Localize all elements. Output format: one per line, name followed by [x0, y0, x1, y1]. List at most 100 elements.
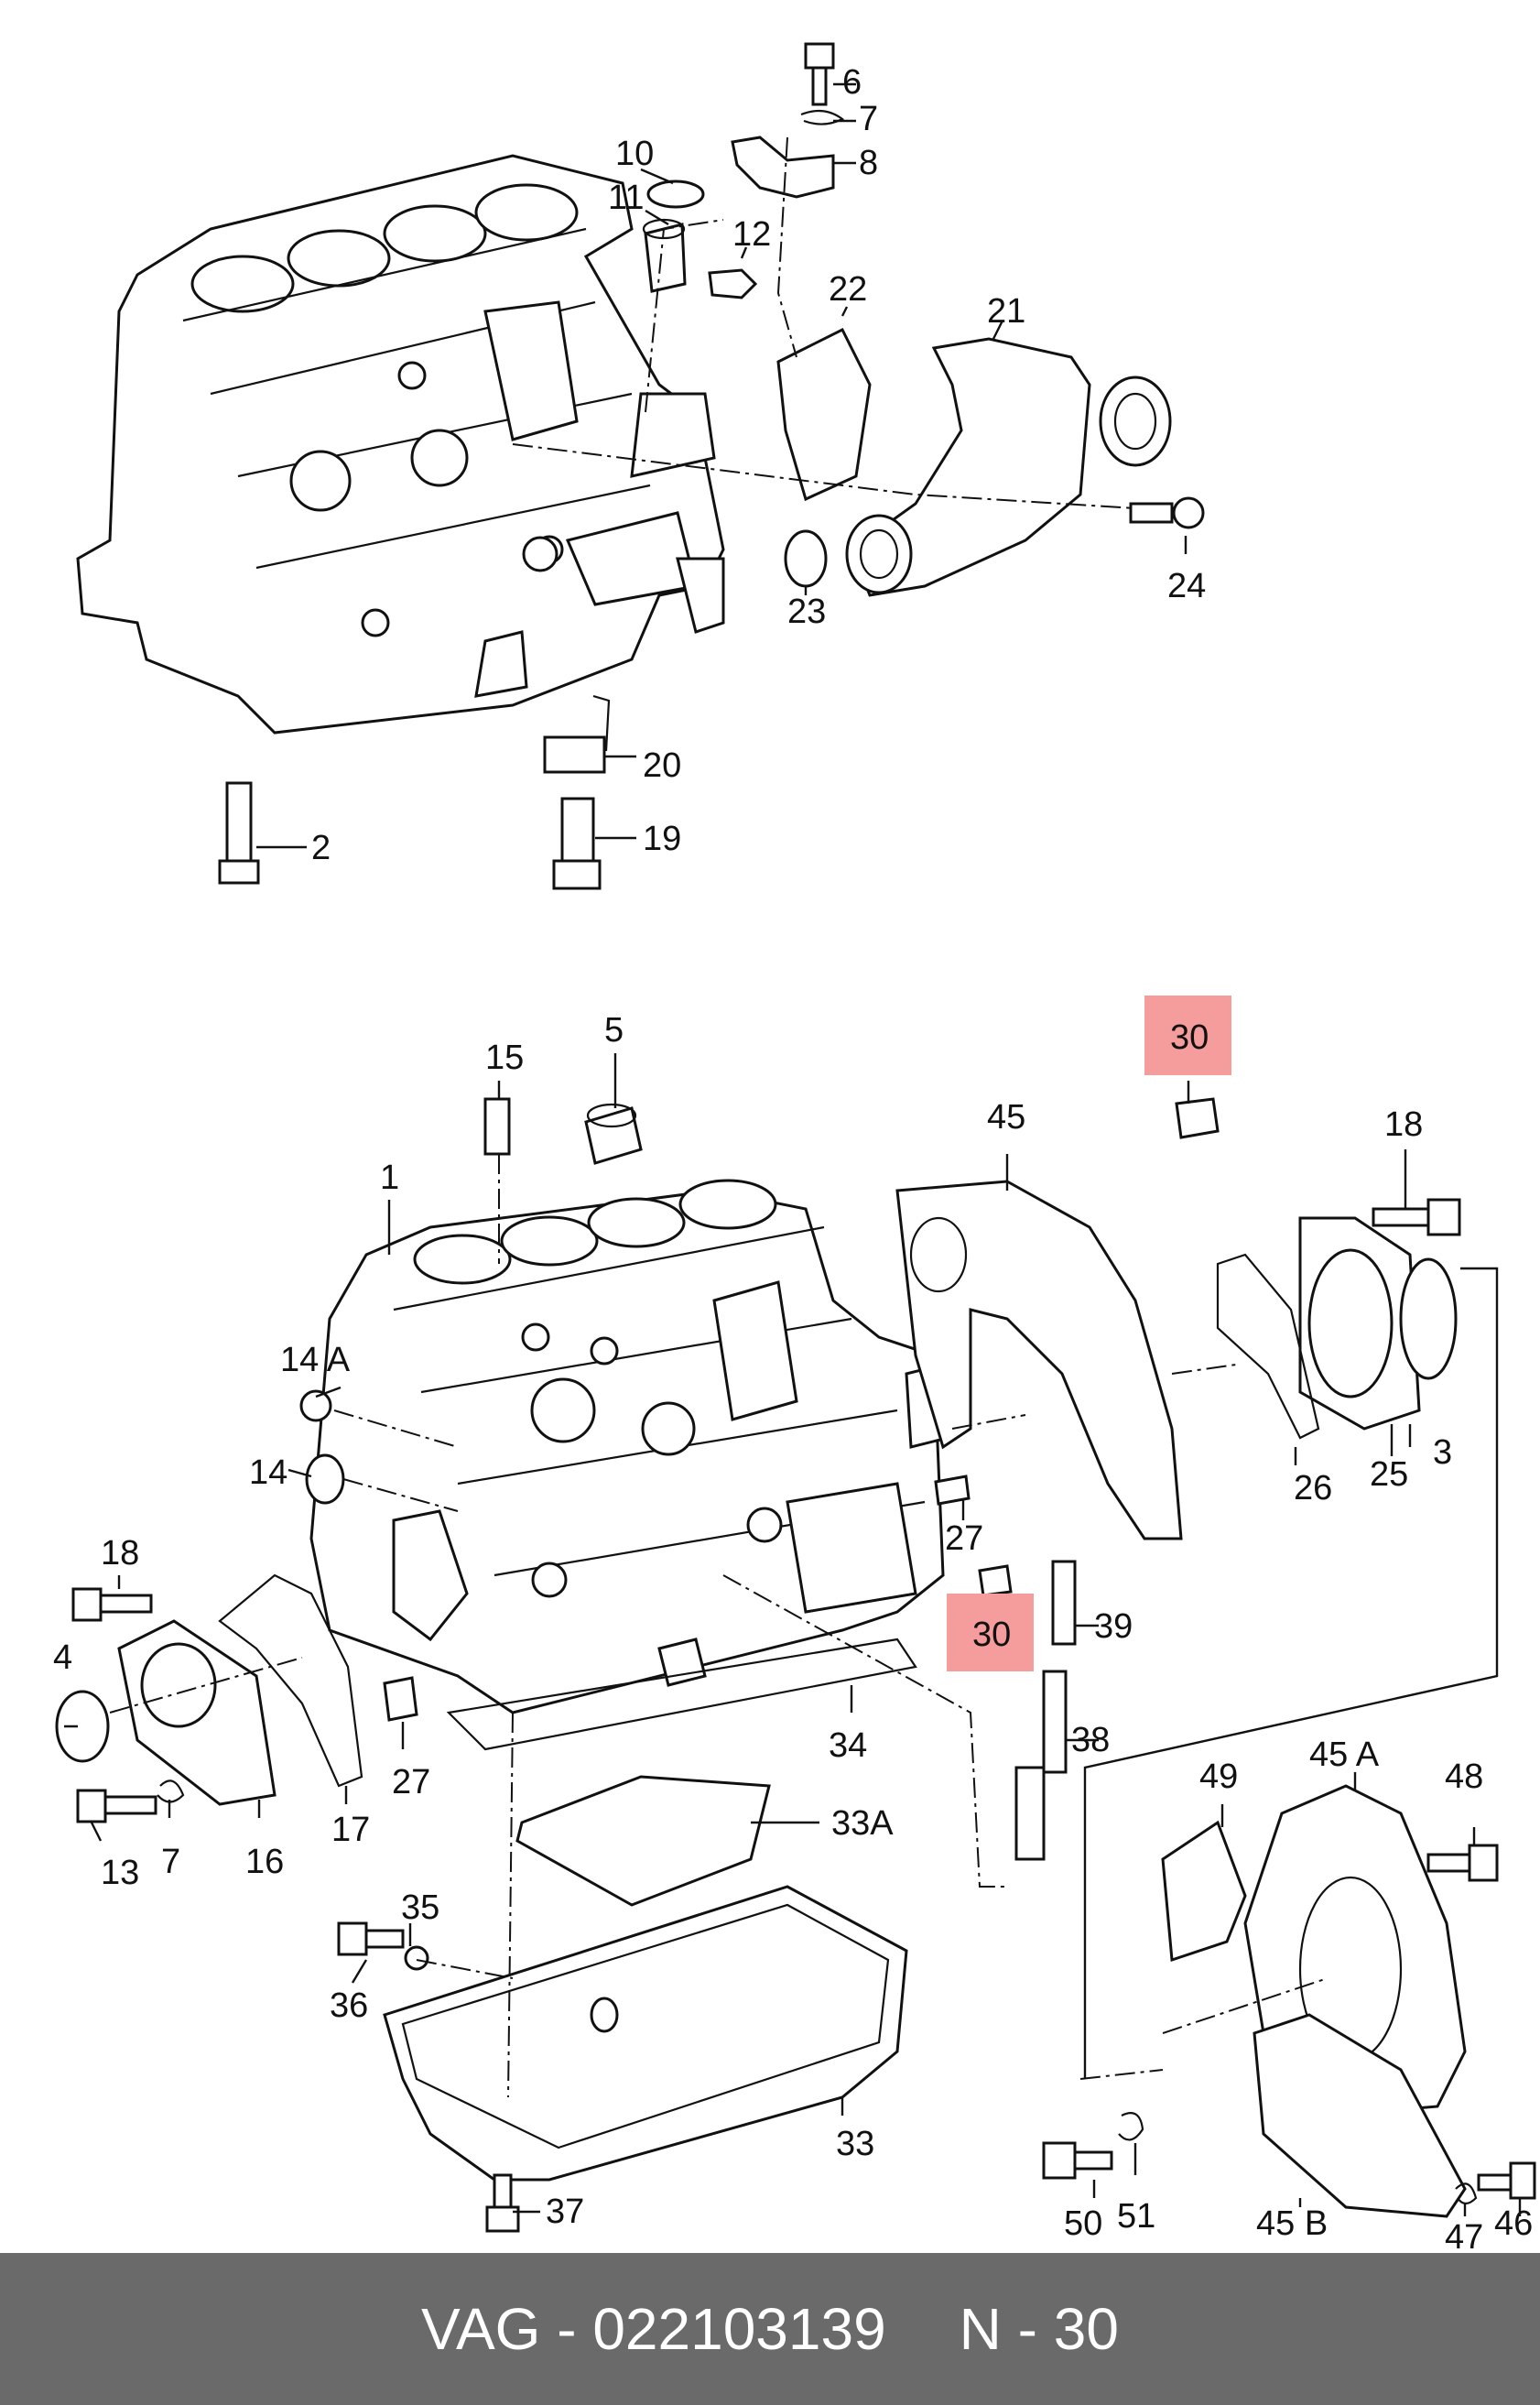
callout-26: 26	[1294, 1469, 1332, 1507]
bolt-36	[337, 1921, 405, 1956]
plug-14a	[299, 1389, 332, 1422]
dowel-27-left	[383, 1676, 418, 1722]
callout-27-right: 27	[945, 1519, 983, 1558]
bracket-8	[731, 136, 835, 199]
callout-7-upper: 7	[859, 100, 878, 138]
callout-37: 37	[546, 2193, 584, 2231]
callout-25: 25	[1370, 1455, 1408, 1494]
callout-38: 38	[1071, 1721, 1110, 1759]
highlight-30-upper	[1144, 996, 1231, 1075]
callout-45a: 45 A	[1309, 1736, 1380, 1774]
position-number: 30	[1053, 2296, 1119, 2362]
callout-21: 21	[987, 292, 1025, 331]
callout-36: 36	[330, 1986, 368, 2025]
lower-engine-block	[309, 1179, 949, 1714]
bolt-18-right	[1372, 1198, 1461, 1236]
plate-49	[1161, 1820, 1247, 1963]
callout-23: 23	[787, 593, 826, 631]
washer-35	[404, 1945, 429, 1971]
seal-23	[784, 529, 828, 588]
separator-dash: -	[557, 2296, 577, 2362]
plug-19	[552, 797, 602, 890]
bolt-50	[1042, 2141, 1113, 2180]
highlight-30-lower	[947, 1594, 1034, 1671]
front-flange-16	[117, 1619, 277, 1806]
callout-2: 2	[311, 829, 331, 867]
callout-3: 3	[1433, 1433, 1452, 1472]
callout-15: 15	[485, 1039, 524, 1077]
coolant-flange-21	[845, 337, 1172, 597]
part-number-footer: VAG - 022103139 N - 30	[0, 2253, 1540, 2405]
bearing-5	[584, 1106, 643, 1165]
callout-30-upper: 30	[1170, 1018, 1209, 1057]
callout-18-right: 18	[1384, 1105, 1423, 1144]
bolt-18-left	[71, 1587, 153, 1622]
callout-50: 50	[1064, 2204, 1102, 2243]
plug-14	[305, 1453, 345, 1505]
bracket-20	[543, 694, 611, 774]
bolt-24	[1129, 496, 1205, 529]
callout-27-left: 27	[392, 1763, 430, 1801]
callout-24: 24	[1167, 567, 1206, 605]
callout-34: 34	[829, 1726, 867, 1765]
callout-30-lower: 30	[972, 1616, 1011, 1654]
callout-4: 4	[53, 1638, 72, 1677]
bushing-30-lower	[978, 1564, 1013, 1597]
callout-47: 47	[1445, 2218, 1483, 2253]
callout-7-lower: 7	[161, 1843, 180, 1881]
callout-45b: 45 B	[1256, 2204, 1328, 2243]
rear-flange-25	[1298, 1216, 1421, 1431]
exploded-parts-diagram: 6 7 8 10 11 12 22 21 23 24 20 19 2	[53, 42, 1536, 2253]
bushing-30-upper	[1175, 1097, 1220, 1139]
brand-label: VAG	[421, 2296, 541, 2362]
separator-dash-2: -	[1017, 2296, 1037, 2362]
washer-47	[1455, 2182, 1478, 2205]
callout-19: 19	[643, 820, 681, 858]
callout-39: 39	[1094, 1607, 1133, 1646]
callout-14: 14	[249, 1453, 287, 1492]
callout-17: 17	[331, 1811, 370, 1849]
callout-16: 16	[245, 1843, 284, 1881]
callout-12: 12	[732, 215, 771, 254]
bolt-46	[1477, 2161, 1536, 2200]
bolt-13	[76, 1789, 157, 1823]
dowel-27-right	[934, 1475, 971, 1506]
washer-7-lower	[157, 1779, 185, 1803]
gasket-34	[446, 1638, 917, 1751]
stud-2	[218, 781, 260, 885]
callout-11: 11	[608, 179, 644, 217]
callout-33a: 33A	[831, 1804, 894, 1843]
callout-33: 33	[836, 2125, 874, 2163]
callout-48: 48	[1445, 1758, 1483, 1796]
callout-18-left: 18	[101, 1534, 139, 1572]
plug-12	[708, 268, 758, 299]
seal-4	[55, 1690, 110, 1763]
bolt-48	[1426, 1844, 1499, 1882]
baffle-33a	[515, 1775, 771, 1907]
callout-1: 1	[380, 1159, 399, 1197]
bolt-6	[804, 42, 835, 106]
gasket-26	[1216, 1253, 1320, 1440]
bolt-37	[485, 2173, 520, 2233]
callout-45: 45	[987, 1098, 1025, 1137]
position-prefix: N	[959, 2296, 1002, 2362]
cover-45b	[1253, 2013, 1467, 2218]
sleeve-15	[483, 1097, 511, 1156]
callout-14a: 14 A	[280, 1341, 351, 1379]
callout-20: 20	[643, 746, 681, 785]
pipe-39	[1051, 1560, 1077, 1646]
pipe-38	[1014, 1670, 1068, 1861]
callout-35: 35	[401, 1888, 439, 1927]
seal-10	[646, 180, 705, 209]
seal-3	[1399, 1257, 1458, 1380]
callout-5: 5	[604, 1011, 624, 1050]
callout-51: 51	[1117, 2197, 1155, 2236]
shield-45	[895, 1180, 1183, 1540]
oil-pan-33	[383, 1885, 908, 2182]
clip-51	[1118, 2112, 1144, 2141]
callout-22: 22	[829, 270, 867, 309]
callout-6: 6	[842, 63, 862, 102]
part-number: 022103139	[592, 2296, 886, 2362]
clip-7	[800, 109, 845, 125]
callout-13: 13	[101, 1854, 139, 1892]
